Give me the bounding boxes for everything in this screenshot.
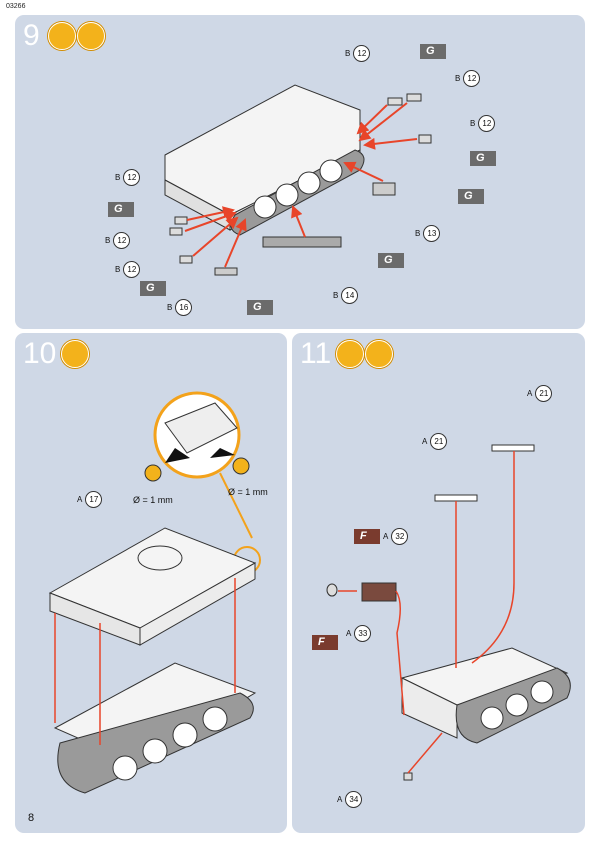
paint-flag-g: G <box>458 189 484 204</box>
paint-brush-icon <box>365 340 393 368</box>
tank-hull-diagram <box>164 84 432 276</box>
paint-flag-g: G <box>470 151 496 166</box>
paint-flag-g: G <box>140 281 166 296</box>
paint-flag-g: G <box>420 44 446 59</box>
paint-brush-icon <box>77 22 105 50</box>
glue-icon <box>336 340 364 368</box>
paint-flag-f: F <box>312 635 338 650</box>
rear-assembly-diagram <box>326 444 571 781</box>
step-number: 10 <box>23 337 57 370</box>
paint-flag-g: G <box>378 253 404 268</box>
document-code: 03266 <box>6 3 26 10</box>
deck-assembly-diagram <box>48 391 261 794</box>
drill-size-label: Ø = 1 mm <box>133 495 173 505</box>
glue-icon <box>48 22 76 50</box>
paint-flag-f: F <box>354 529 380 544</box>
paint-flag-g: G <box>247 300 273 315</box>
drill-size-label: Ø = 1 mm <box>228 487 268 497</box>
paint-flag-g: G <box>108 202 134 217</box>
step-number: 9 <box>23 19 40 52</box>
glue-icon <box>61 340 89 368</box>
step-number: 11 <box>300 337 332 370</box>
page-number: 8 <box>28 812 35 824</box>
